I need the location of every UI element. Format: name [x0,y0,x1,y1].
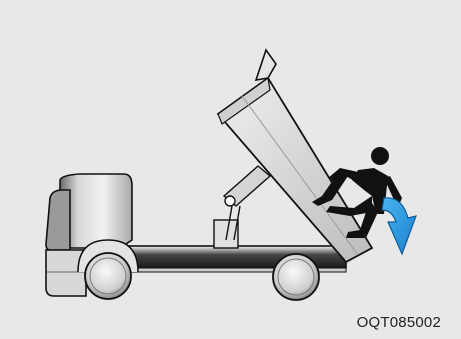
downward-arrow-icon [382,198,416,254]
figure-code-label: OQT085002 [357,314,441,331]
raised-dump-bed [218,50,372,262]
rear-wheel [273,254,319,300]
front-wheel [78,240,138,299]
